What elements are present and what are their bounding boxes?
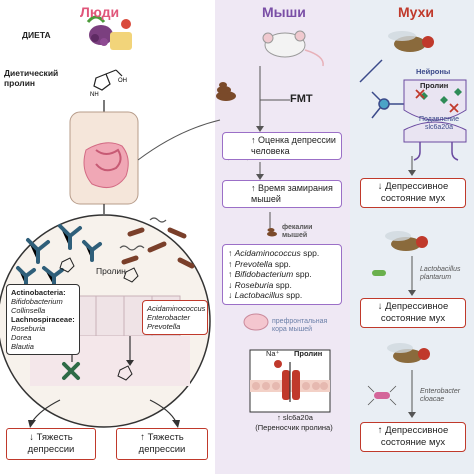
fly-icon <box>388 31 434 52</box>
neurons-label: Нейроны <box>416 67 451 76</box>
mouse-proline-label: Пролин <box>294 349 323 358</box>
transporter-label-2: (Переносчик пролина) <box>255 423 333 432</box>
mouse-brain-icon <box>243 313 269 331</box>
actinobacteria-label: Actinobacteria: <box>11 288 66 297</box>
blocked-x-icon <box>62 362 80 380</box>
sodium-label: Na⁺ <box>266 349 280 358</box>
lactobacillus-icon <box>372 270 386 276</box>
lachnospiraceae-item-2: Blautia <box>11 342 34 351</box>
humans-title: Люди <box>80 4 120 20</box>
increased-bacteria-1: Enterobacter <box>147 313 190 322</box>
increased-bacteria-2: Prevotella <box>147 322 181 331</box>
mice-title: Мыши <box>262 4 306 20</box>
depression-increase-box: ↑ Тяжесть депрессии <box>116 428 208 460</box>
fly-depression-box-2: ↓ Депрессивное состояние мух <box>360 298 466 328</box>
up-arrow-icon: ↑ <box>377 425 383 436</box>
mouse-bacteria-item-0: ↑ Acidaminococcus spp. <box>228 248 320 258</box>
bacteria-box-increased: Acidaminococcus Enterobacter Prevotella <box>142 300 208 335</box>
neuron-icon <box>359 59 404 119</box>
fly-depression-box-3: ↑ Депрессивное состояние мух <box>360 422 466 452</box>
increased-bacteria-0: Acidaminococcus <box>147 304 206 313</box>
actinobacteria-item-1: Collinsella <box>11 306 46 315</box>
mouse-bacteria-item-4: ↓ Lactobacillus spp. <box>228 290 303 300</box>
depression-decrease-box: ↓ Тяжесть депрессии <box>6 428 96 460</box>
fly-depression-text-1: Депрессивное состояние мух <box>380 181 449 204</box>
up-arrow-icon: ↑ <box>251 183 256 193</box>
lachnospiraceae-item-1: Dorea <box>11 333 32 342</box>
up-arrow-icon: ↑ <box>251 135 256 145</box>
fly-icon-3 <box>387 343 430 363</box>
food-icon <box>86 15 132 50</box>
mouse-bacteria-list: ↑ Acidaminococcus spp. ↑ Prevotella spp.… <box>222 244 342 305</box>
synapse-icon <box>403 79 467 143</box>
lactobacillus-label: Lactobacillus plantarum <box>420 266 461 281</box>
wavy-bacteria-icons <box>119 217 167 251</box>
mouse-bacteria-item-1: ↑ Prevotella spp. <box>228 258 291 269</box>
dietary-proline-label: Диетический пролин <box>4 68 59 88</box>
mouse-icon <box>262 30 324 67</box>
human-torso-icon <box>69 111 139 205</box>
lachnospiraceae-label: Lachnospiraceae: <box>11 315 75 324</box>
suppression-label-1: Подавление <box>419 116 459 123</box>
diet-label: ДИЕТА <box>22 30 51 40</box>
feces-icon <box>216 82 236 101</box>
up-arrow-icon: ↑ <box>140 432 145 443</box>
fly-proline-label: Пролин <box>420 81 449 90</box>
proline-label-gut: Пролин <box>96 266 126 276</box>
suppression-label-2: slc6a20a <box>424 124 454 131</box>
mouse-freezing-time-box: ↑ Время замирания мышей <box>222 180 342 208</box>
down-arrow-icon: ↓ <box>377 181 383 192</box>
transporter-label-1: ↑ slc6a20a <box>277 413 313 422</box>
lachnospiraceae-item-0: Roseburia <box>11 324 46 333</box>
fly-depression-text-3: Депрессивное состояние мух <box>380 425 449 448</box>
enterobacter-label: Enterobacter cloacae <box>420 388 461 403</box>
depression-increase-text: Тяжесть депрессии <box>138 432 186 455</box>
flies-title: Мухи <box>398 4 435 20</box>
svg-text:NH: NH <box>90 92 99 98</box>
prefrontal-cortex-label: префронтальная кора мышей <box>272 318 328 333</box>
prevotella-icons <box>121 227 195 269</box>
mouse-bacteria-item-3: ↓ Roseburia spp. <box>228 279 292 290</box>
fly-icon-2 <box>385 231 428 251</box>
proline-transporter-icon <box>249 349 331 413</box>
proline-molecule-icon <box>93 69 123 91</box>
fly-depression-box-1: ↓ Депрессивное состояние мух <box>360 178 466 208</box>
svg-text:OH: OH <box>118 78 127 84</box>
down-arrow-icon: ↓ <box>29 432 34 443</box>
human-depression-score-box: ↑ Оценка депрессии человека <box>222 132 342 160</box>
mouse-bacteria-item-2: ↑ Bifidobacterium spp. <box>228 269 312 279</box>
fmt-label: FMT <box>290 93 313 105</box>
mouse-freezing-time-text: Время замирания мышей <box>251 183 333 204</box>
fly-depression-text-2: Депрессивное состояние мух <box>380 301 449 324</box>
bifidobacteria-icons <box>16 224 102 288</box>
actinobacteria-item-0: Bifidobacterium <box>11 297 63 306</box>
human-depression-score-text: Оценка депрессии человека <box>251 135 336 156</box>
enterobacter-icon <box>367 385 397 406</box>
mouse-feces-label: фекалии мышей <box>282 224 313 239</box>
feces-small-icon <box>267 228 277 237</box>
bacteria-box-decreased: Actinobacteria: Bifidobacterium Collinse… <box>6 284 80 355</box>
depression-decrease-text: Тяжесть депрессии <box>27 432 75 455</box>
down-arrow-icon: ↓ <box>377 301 383 312</box>
